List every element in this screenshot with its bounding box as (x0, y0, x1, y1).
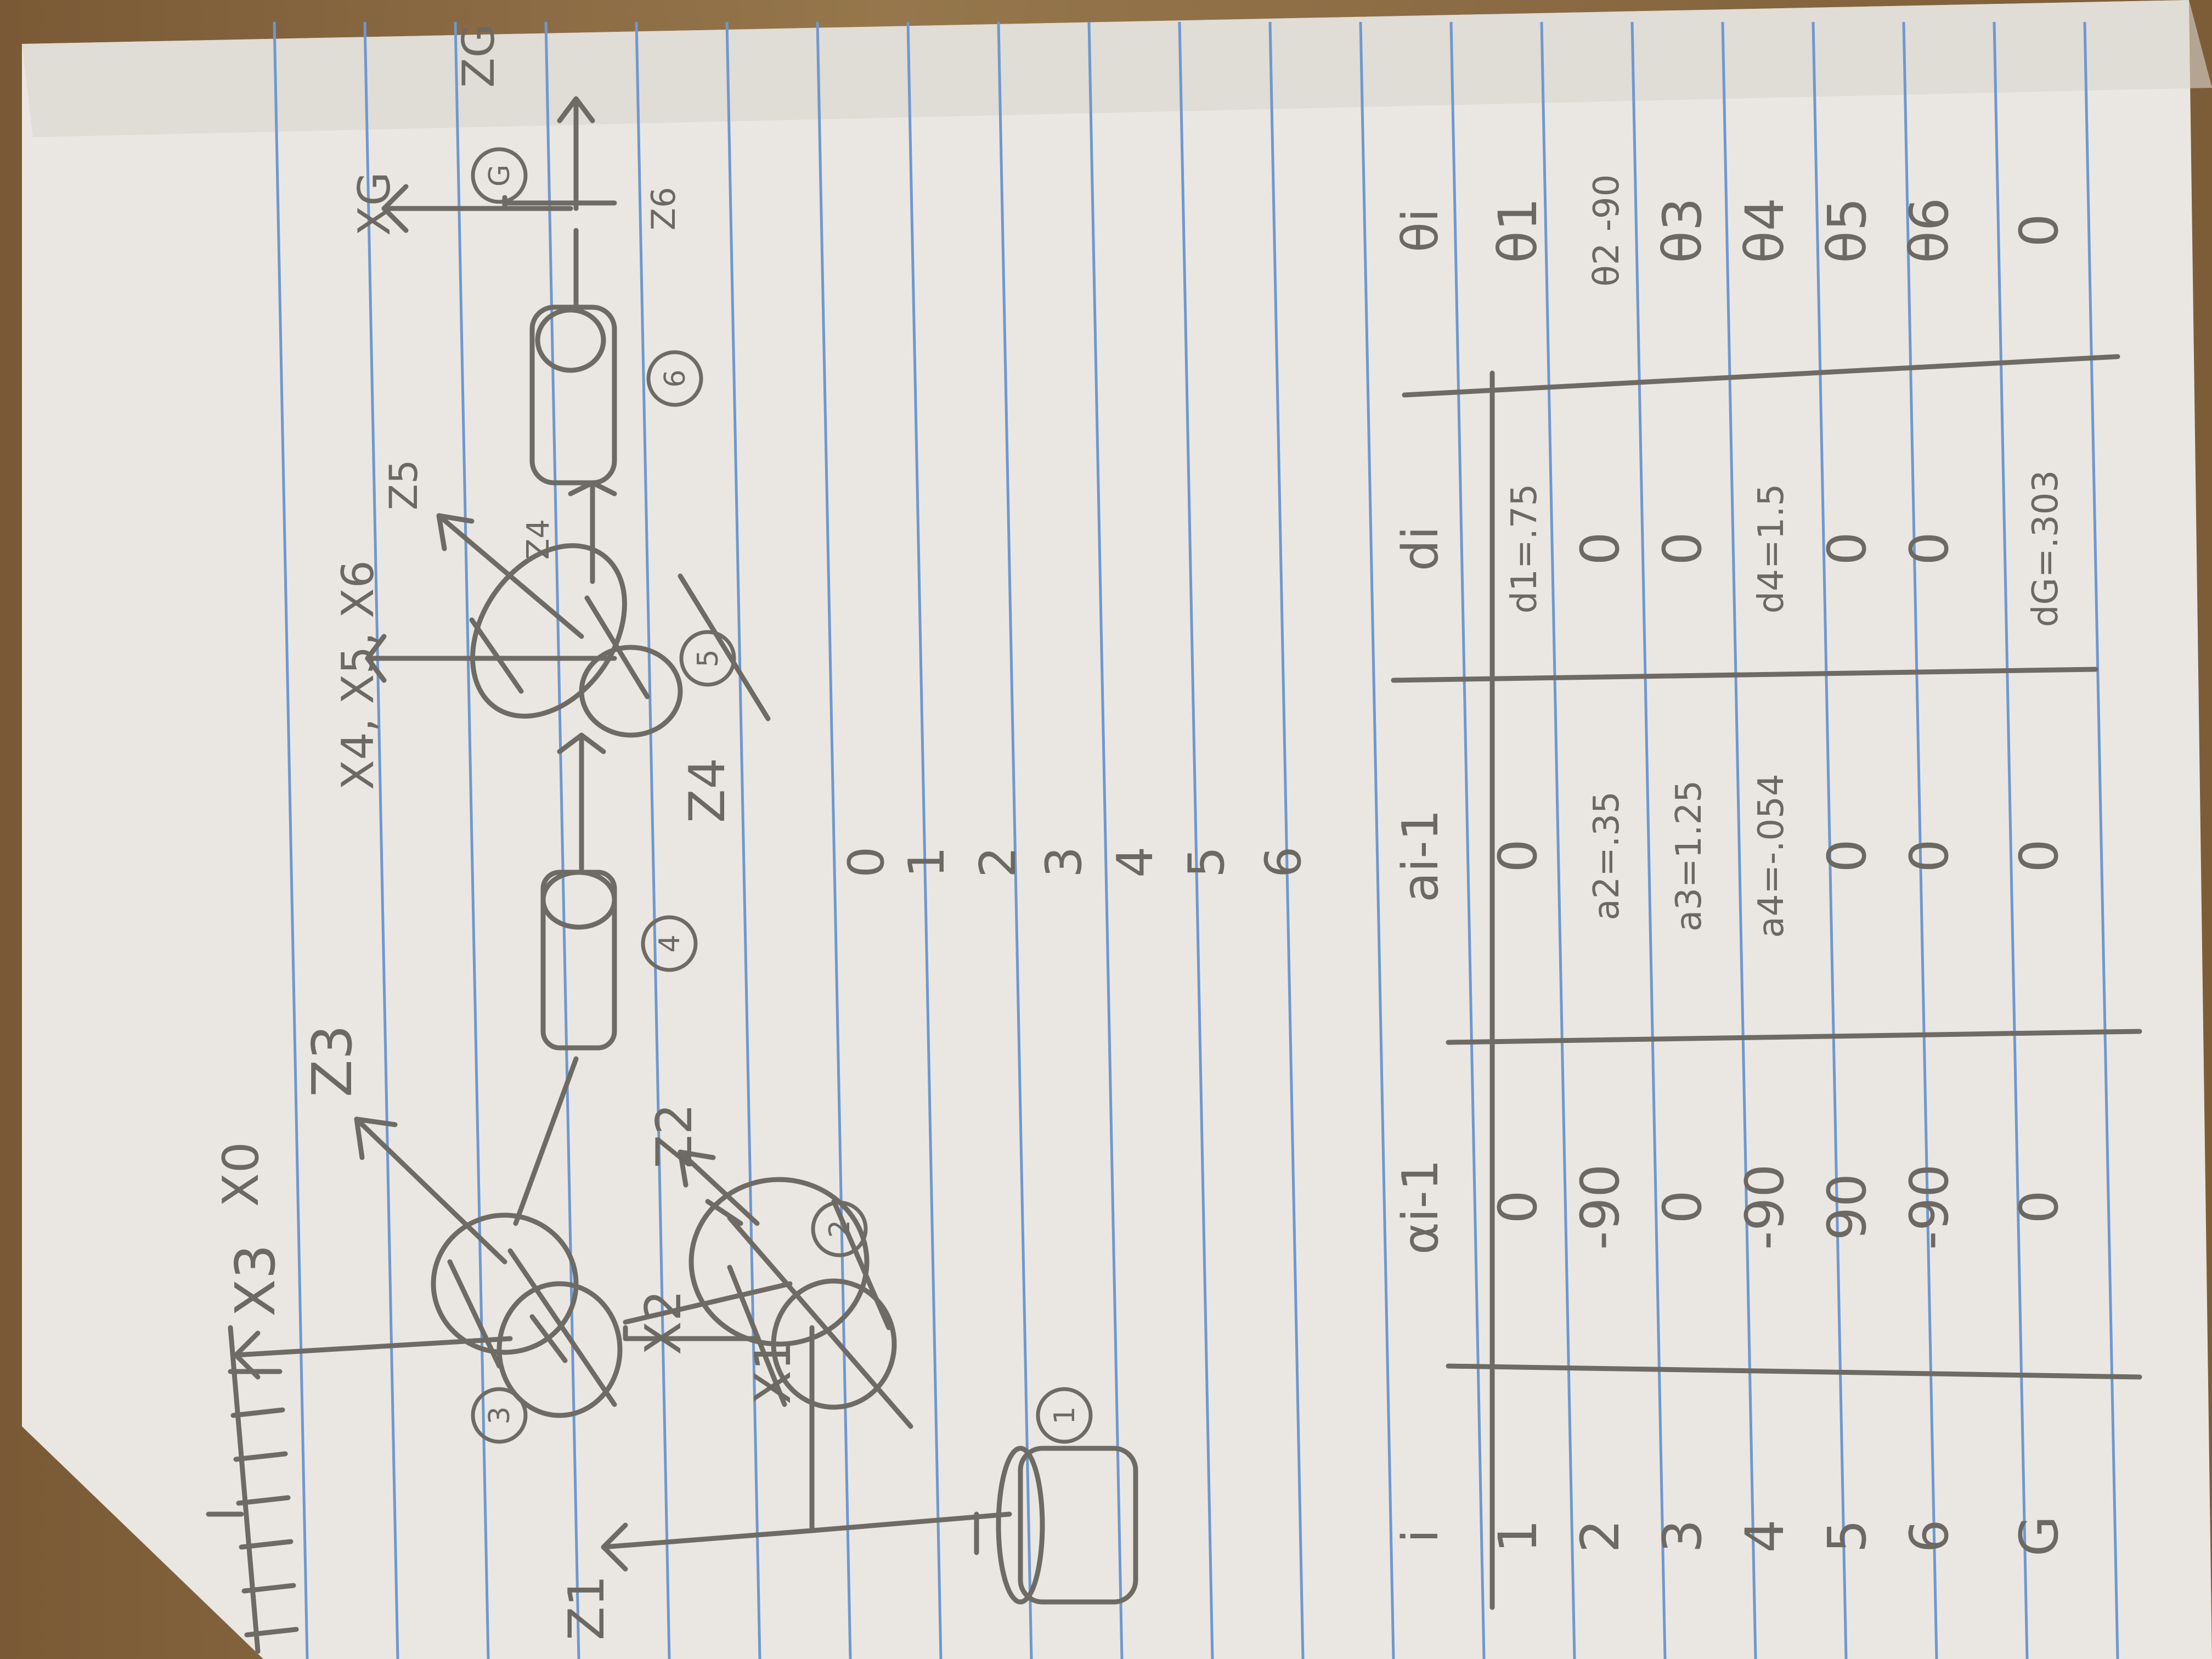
x1-label: X1 (744, 1339, 802, 1404)
table-cell: G (2008, 1516, 2070, 1556)
table-cell: θ2 -90 (1587, 174, 1627, 287)
joint-4-number: 4 (653, 934, 686, 952)
index-4: 4 (1107, 847, 1164, 878)
table-cell: -90 (1570, 1164, 1631, 1250)
table-cell: -90 (1899, 1164, 1960, 1250)
table-cell: θ3 (1652, 198, 1713, 263)
table-cell: 4 (1734, 1519, 1796, 1553)
table-cell: 2 (1570, 1519, 1631, 1553)
z4b-label: Z4 (521, 519, 556, 560)
ruled-lines (273, 21, 2119, 1659)
joint-2-number: 2 (823, 1220, 856, 1238)
table-cell: 5 (1816, 1519, 1878, 1553)
table-cell: 0 (1487, 839, 1549, 872)
index-list: 0 1 2 3 4 5 6 (838, 847, 1312, 878)
table-cell: -90 (1734, 1164, 1796, 1250)
table-cell: a3=1.25 (1669, 780, 1709, 932)
table-cell: 0 (2008, 213, 2070, 247)
joint-3-number: 3 (483, 1406, 516, 1424)
joint-6-number: 6 (659, 369, 692, 387)
table-cell: 0 (1899, 839, 1960, 872)
table-cell: 3 (1652, 1519, 1713, 1553)
table-cell: 0 (1570, 532, 1631, 565)
index-0: 0 (838, 847, 895, 878)
z2-label: Z2 (646, 1103, 703, 1169)
joint-5-number: 5 (692, 649, 725, 667)
table-cell: a4=-.054 (1751, 774, 1792, 938)
table-cell: 0 (2008, 839, 2070, 872)
table-cell: 0 (1816, 839, 1878, 872)
table-cell: dG=.303 (2025, 470, 2066, 627)
index-2: 2 (969, 847, 1027, 878)
index-5: 5 (1178, 847, 1235, 878)
table-cell: θ4 (1734, 198, 1796, 263)
table-header-d: di (1392, 526, 1449, 571)
table-cell: θ1 (1487, 198, 1549, 263)
index-6: 6 (1255, 847, 1312, 878)
table-cell: 0 (1487, 1190, 1549, 1223)
table-cell: d4=1.5 (1751, 484, 1792, 614)
table-cell: θ6 (1899, 198, 1960, 263)
table-cell: a2=.35 (1587, 791, 1627, 920)
paper-shadow (22, 0, 2212, 137)
table-cell: θ5 (1816, 198, 1878, 263)
index-3: 3 (1035, 847, 1093, 878)
table-cell: 0 (1816, 532, 1878, 565)
xg-label: XG (349, 172, 400, 236)
table-header-a: ai-1 (1392, 809, 1449, 902)
x2-label: X2 (635, 1290, 692, 1355)
dh-table-grid (1391, 354, 2142, 1610)
table-header-alpha: αi-1 (1392, 1159, 1449, 1255)
joint-g-number: G (483, 165, 516, 187)
z3-label: Z3 (300, 1025, 364, 1097)
table-cell: 1 (1487, 1519, 1549, 1553)
z4-label: Z4 (679, 758, 736, 823)
index-1: 1 (898, 847, 956, 878)
table-cell: 0 (1652, 1190, 1713, 1223)
table-cell: 0 (1652, 532, 1713, 565)
table-cell: d1=.75 (1504, 484, 1545, 614)
table-header-theta: θi (1392, 208, 1449, 252)
joint-circles (471, 147, 1093, 1444)
z6-label: Z6 (645, 187, 683, 230)
z5-label: Z5 (381, 460, 426, 511)
table-cell: 6 (1899, 1519, 1960, 1553)
joint-1-number: 1 (1048, 1406, 1081, 1424)
table-cell: 0 (2008, 1190, 2070, 1223)
table-cell: 90 (1816, 1173, 1878, 1240)
arm-sketch (206, 96, 1138, 1654)
zg-label: ZG (453, 24, 504, 88)
x456-label: X4, X5, X6 (332, 560, 383, 790)
table-cell: 0 (1899, 532, 1960, 565)
table-header-i: i (1392, 1529, 1449, 1543)
x0-label: X0 (212, 1142, 270, 1207)
z1-label: Z1 (558, 1575, 616, 1640)
x3-label: X3 (223, 1244, 287, 1317)
